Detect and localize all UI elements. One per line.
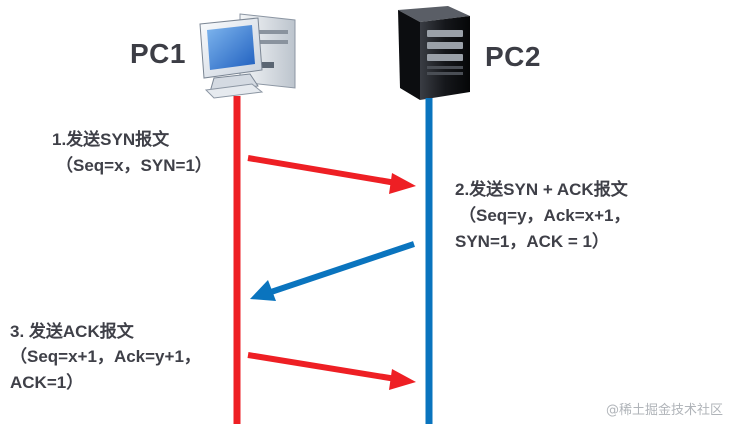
watermark-text: @稀土掘金技术社区 xyxy=(605,403,723,418)
msg1-detail-text: （Seq=x，SYN=1） xyxy=(56,156,212,175)
syn-ack-arrow xyxy=(250,241,415,301)
msg1-step-text: 1.发送SYN报文 xyxy=(52,130,170,149)
msg3-step-text: 3. 发送ACK报文 xyxy=(10,322,134,341)
syn-arrow xyxy=(247,155,416,194)
msg3-detail-text-line1: （Seq=x+1，Ack=y+1， xyxy=(10,347,201,366)
ack-arrow xyxy=(247,352,416,390)
pc1-label: PC1 xyxy=(130,38,186,69)
pc2-label: PC2 xyxy=(485,41,541,72)
msg2-step-text: 2.发送SYN + ACK报文 xyxy=(455,180,628,199)
desktop-computer-icon xyxy=(199,13,296,99)
msg2-detail-text-line1: （Seq=y，Ack=x+1， xyxy=(459,206,631,225)
server-tower-icon xyxy=(398,6,470,100)
msg3-detail-text-line2: ACK=1） xyxy=(10,373,84,392)
msg2-detail-text-line2: SYN=1，ACK = 1） xyxy=(455,232,609,251)
